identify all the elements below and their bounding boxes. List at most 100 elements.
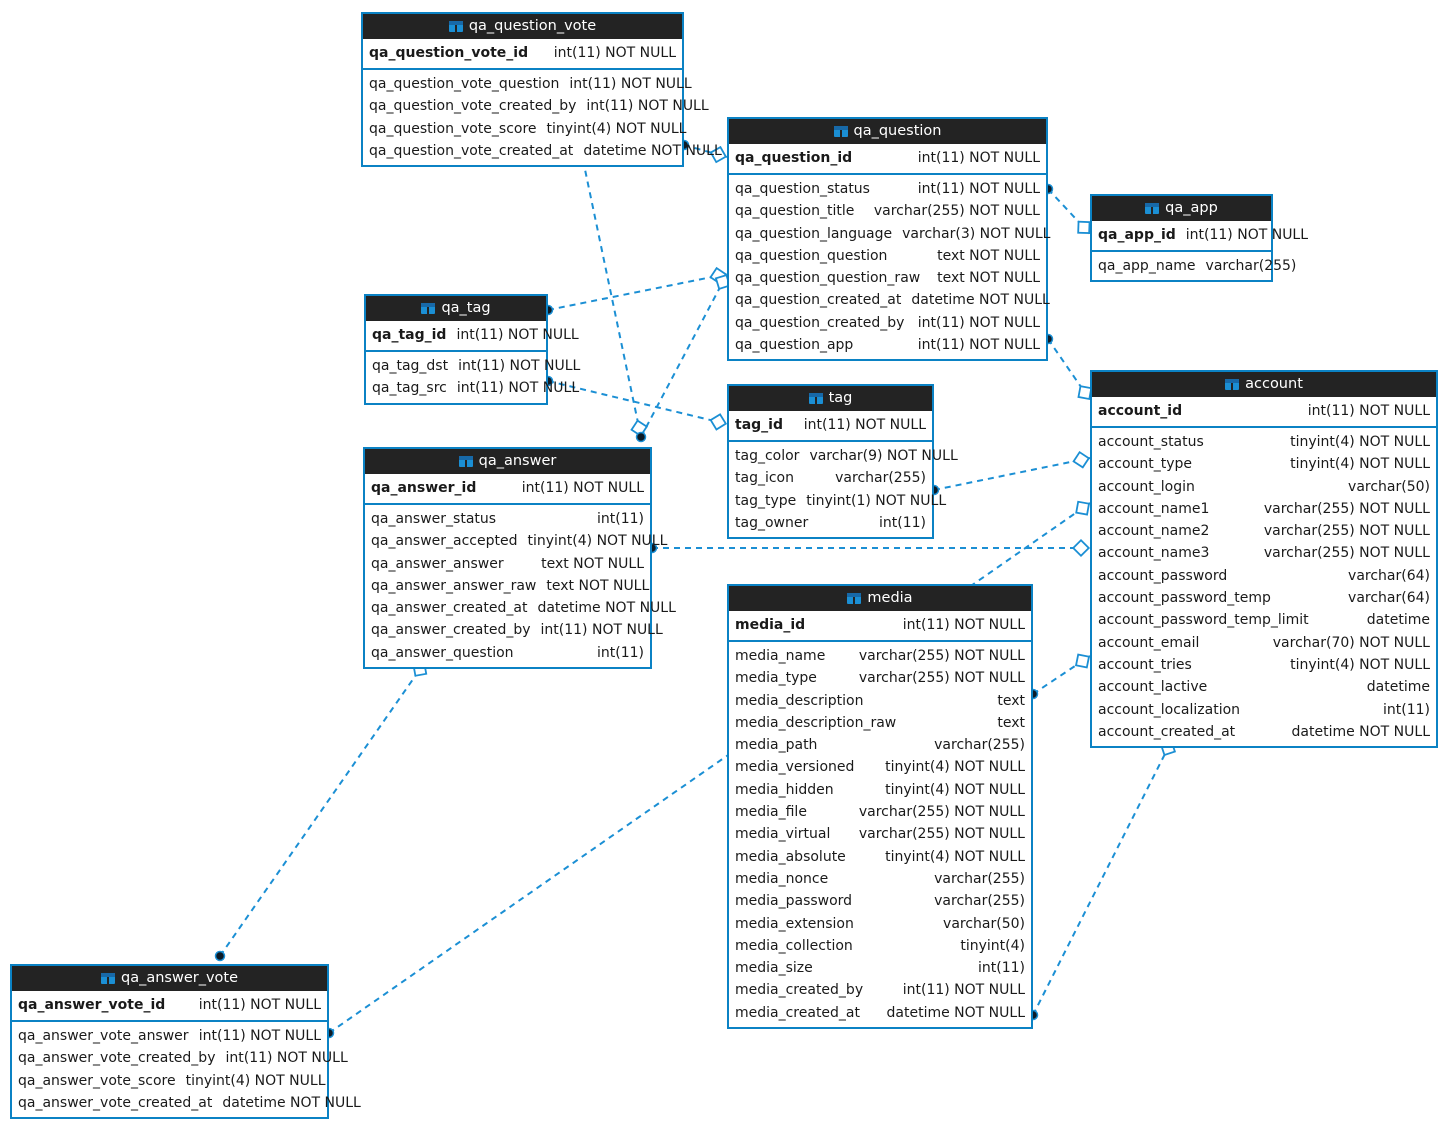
table-header-qa_question_vote[interactable]: qa_question_vote [363, 14, 682, 39]
column-type: text [997, 714, 1025, 731]
table-header-qa_question[interactable]: qa_question [729, 119, 1046, 144]
table-name: qa_answer [478, 453, 557, 469]
column-name: qa_answer_accepted [371, 533, 518, 550]
table-header-qa_answer_vote[interactable]: qa_answer_vote [12, 966, 327, 991]
table-header-media[interactable]: media [729, 586, 1031, 611]
column-name: qa_app_name [1098, 258, 1196, 274]
column-name: qa_question_vote_created_by [369, 98, 577, 115]
table-header-qa_app[interactable]: qa_app [1092, 196, 1271, 221]
column-name: qa_question_app [735, 337, 854, 354]
column-type: int(11) NOT NULL [917, 181, 1040, 197]
table-header-tag[interactable]: tag [729, 386, 932, 411]
table-header-account[interactable]: account [1092, 372, 1436, 397]
column-name: account_localization [1098, 701, 1241, 718]
table-header-qa_answer[interactable]: qa_answer [365, 449, 650, 474]
column-type: tinyint(4) NOT NULL [546, 120, 687, 137]
table-header-qa_tag[interactable]: qa_tag [366, 296, 546, 321]
relationship-source-dot [635, 431, 647, 443]
relationship-target-diamond [1072, 450, 1091, 469]
